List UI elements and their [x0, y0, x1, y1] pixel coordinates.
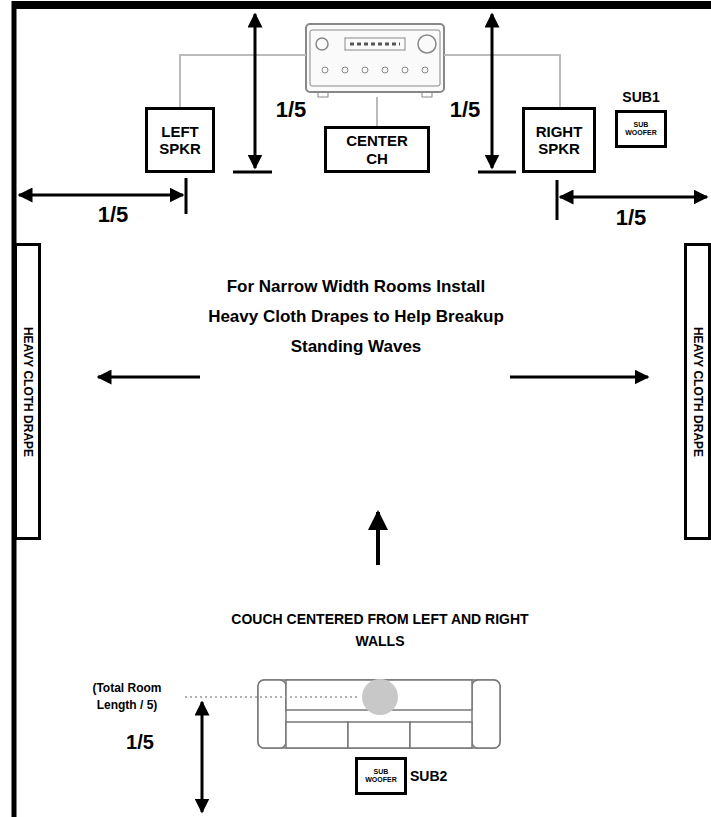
av-receiver: [306, 24, 444, 97]
subwoofer-tag: SUB1: [622, 89, 659, 105]
dimension-label: 1/5: [110, 730, 170, 754]
drape-panel: HEAVY CLOTH DRAPE: [14, 243, 41, 540]
speaker-wire: [180, 55, 560, 126]
dimension-label: 1/5: [601, 205, 661, 231]
dimension-note: (Total Room Length / 5): [72, 680, 182, 714]
box-label: SUB WOOFER: [624, 121, 658, 137]
subwoofer-tag: SUB2: [410, 768, 447, 784]
box-label: CENTER CH: [342, 132, 412, 167]
note-text: For Narrow Width Rooms Install Heavy Clo…: [206, 272, 506, 362]
box-label: SUB WOOFER: [364, 768, 398, 784]
dimension-label: 1/5: [435, 97, 495, 123]
leader-line: [185, 696, 360, 698]
box-label: LEFT SPKR: [152, 123, 208, 158]
speaker-box: RIGHT SPKR: [522, 107, 596, 173]
box-label: HEAVY CLOTH DRAPE: [692, 326, 704, 456]
dimension-label: 1/5: [261, 97, 321, 123]
subwoofer-box: SUB1SUB WOOFER: [615, 110, 667, 148]
box-label: HEAVY CLOTH DRAPE: [22, 326, 34, 456]
speaker-box: CENTER CH: [324, 126, 430, 173]
subwoofer-box: SUB WOOFERSUB2: [355, 757, 407, 795]
speaker-box: LEFT SPKR: [145, 107, 215, 173]
width-arrow: [98, 377, 648, 565]
top-wall: [14, 1, 711, 9]
couch-note: COUCH CENTERED FROM LEFT AND RIGHT WALLS: [230, 608, 530, 652]
box-label: RIGHT SPKR: [529, 123, 589, 158]
drape-panel: HEAVY CLOTH DRAPE: [684, 243, 711, 540]
couch: [258, 679, 500, 748]
dimension-label: 1/5: [83, 202, 143, 228]
dimension-arrow: [19, 14, 707, 812]
